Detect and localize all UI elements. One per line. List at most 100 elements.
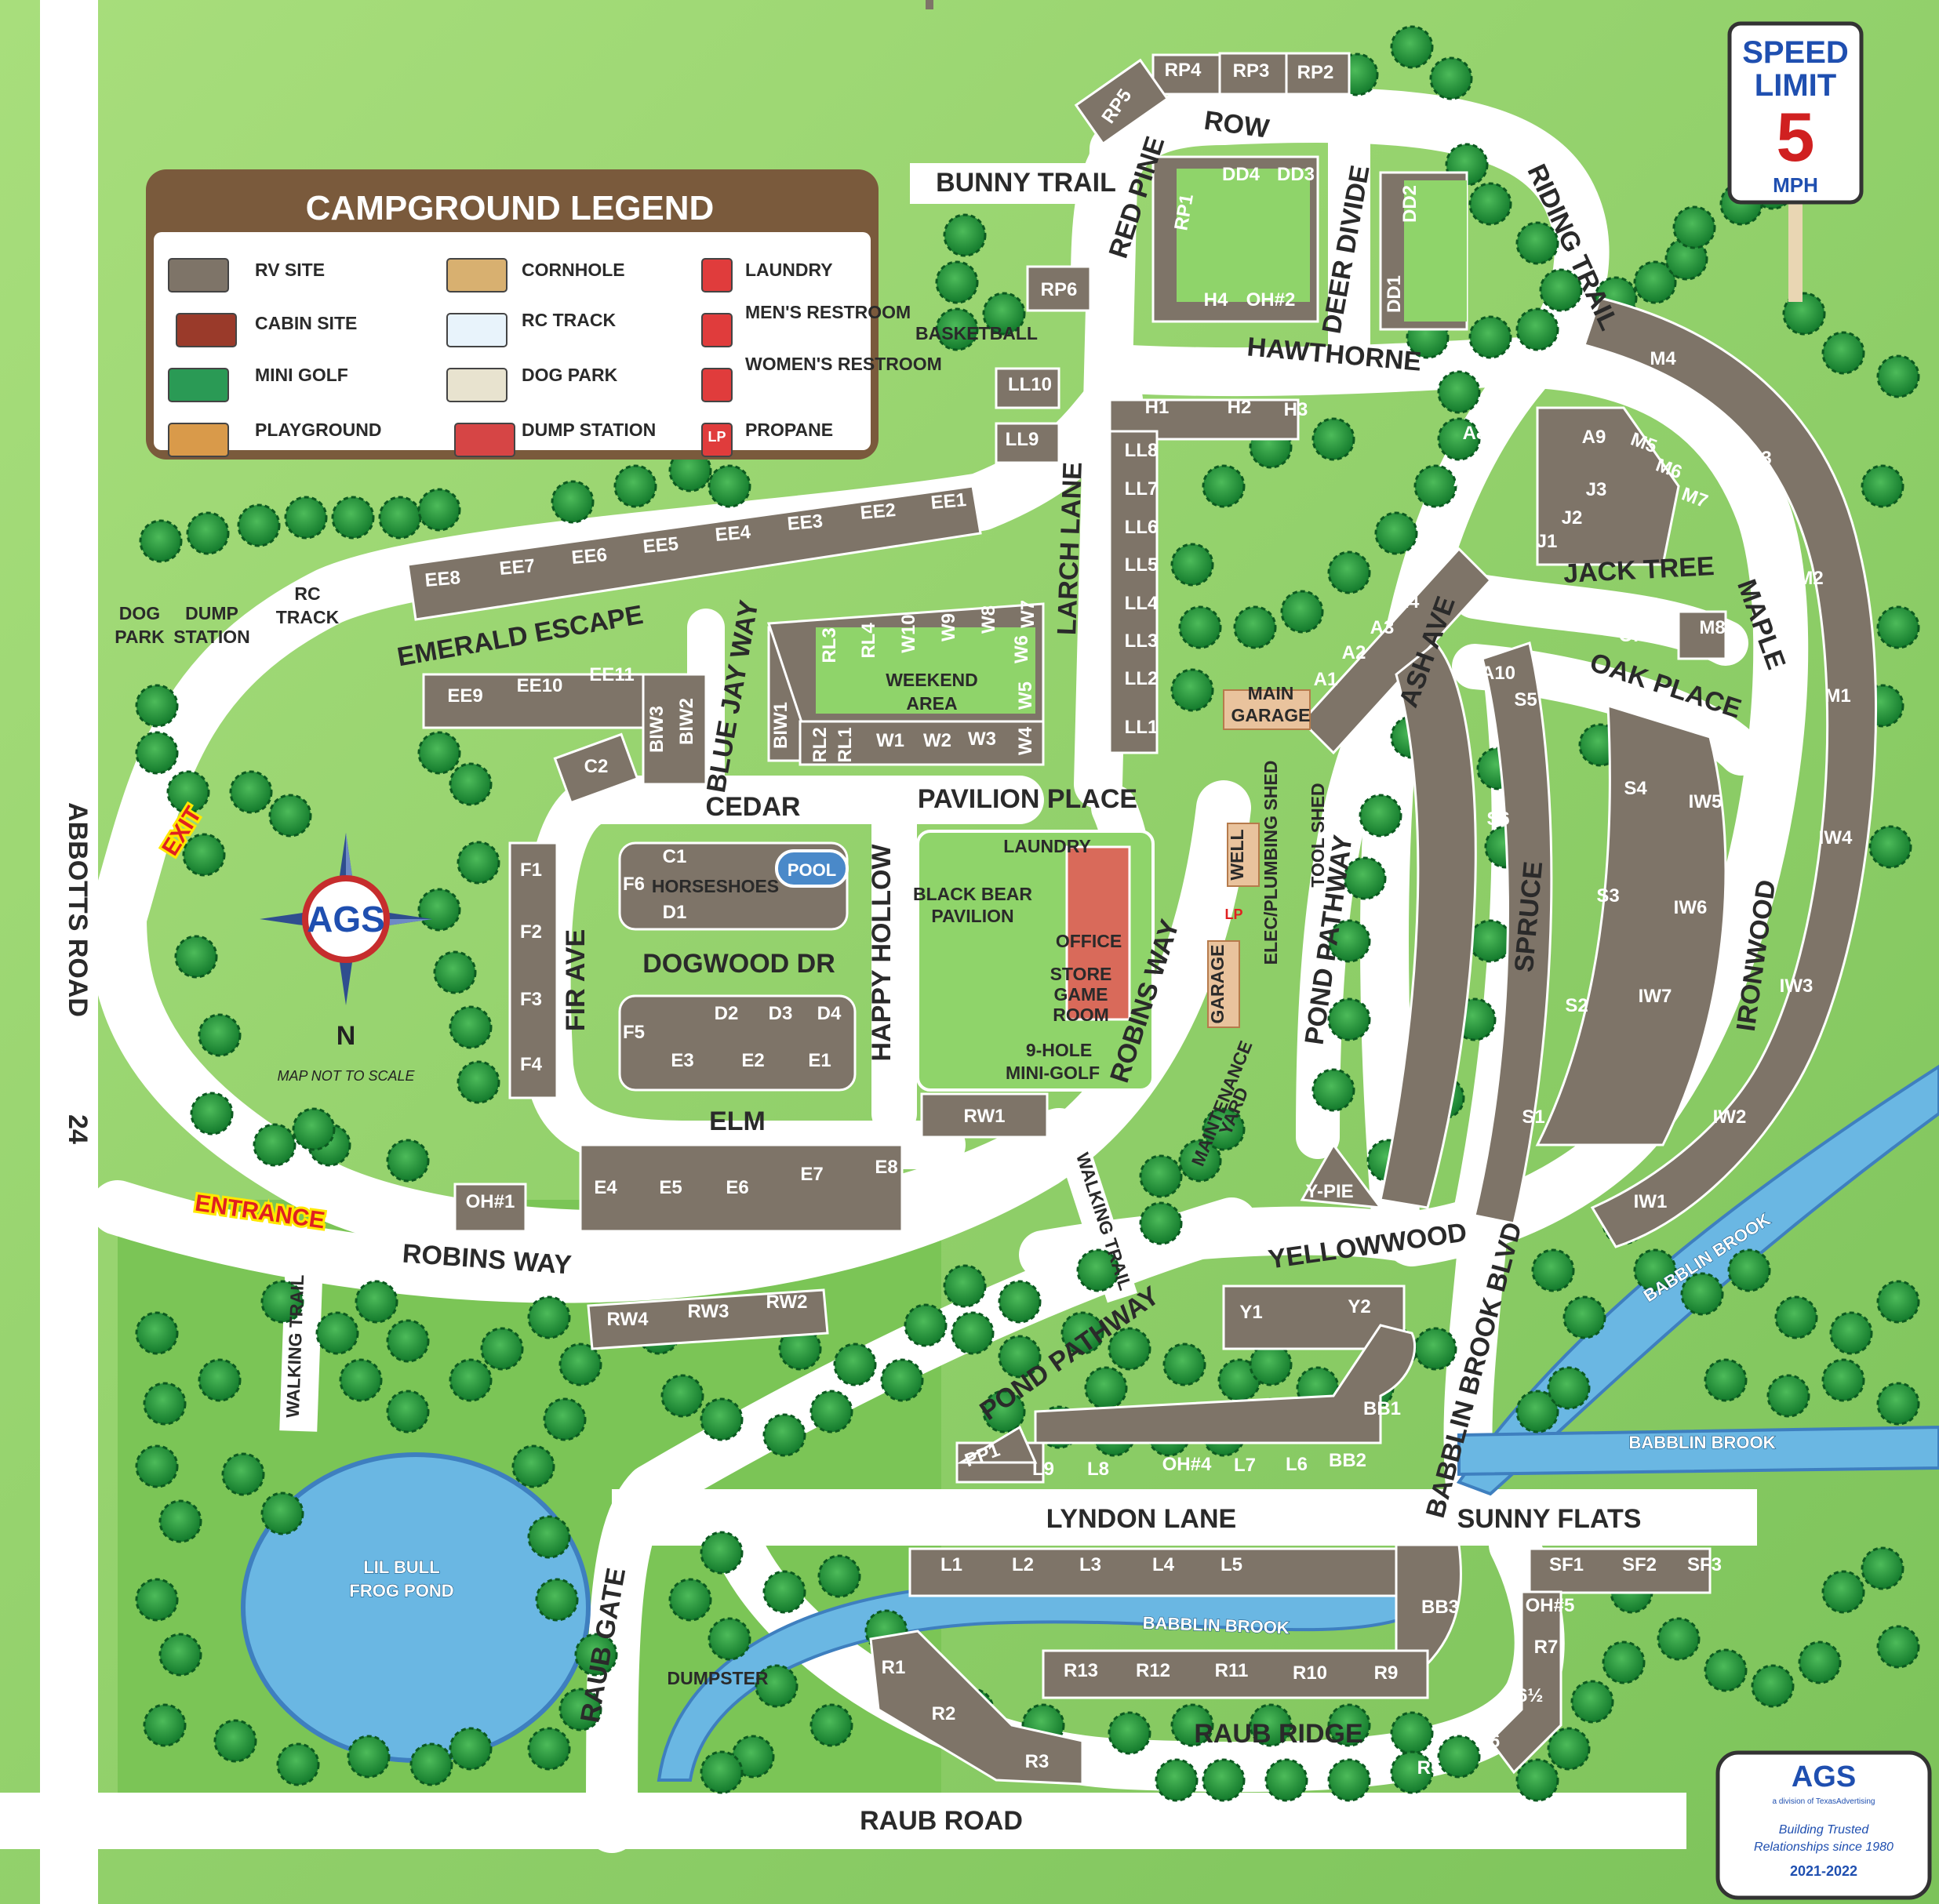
tree-icon: [1374, 511, 1418, 555]
tree-icon: [708, 1617, 751, 1661]
ee-lower-block: [422, 673, 645, 729]
site-label: E4: [594, 1177, 617, 1198]
f-column-block: [508, 841, 558, 1099]
site-m8-block: [1677, 610, 1727, 660]
site-label: D3: [769, 1003, 793, 1024]
propane-legend-badge: LP: [708, 429, 726, 445]
tree-icon: [1868, 825, 1912, 869]
store-label-2: GAME: [1054, 984, 1108, 1005]
tree-icon: [143, 1703, 187, 1747]
site-label: D1: [663, 902, 687, 923]
tree-icon: [386, 1390, 430, 1433]
site-label: EE2: [860, 500, 897, 524]
site-label: IW6: [1674, 897, 1708, 918]
tree-icon: [186, 511, 230, 555]
site-c2-block: [553, 732, 639, 805]
site-label: R12: [1136, 1660, 1170, 1681]
tree-icon: [935, 260, 979, 304]
tree-icon: [809, 1390, 853, 1433]
tree-icon: [1429, 56, 1473, 100]
dump-station-icon: [454, 423, 515, 457]
site-label: EE7: [499, 555, 537, 580]
site-label: R10: [1293, 1662, 1327, 1684]
tree-icon: [1657, 1617, 1701, 1661]
rw-row-block: [587, 1288, 829, 1350]
tree-icon: [1233, 605, 1277, 649]
tree-icon: [1327, 1758, 1371, 1802]
route-number-label: 24: [63, 1114, 93, 1144]
tree-icon: [1264, 1758, 1308, 1802]
tree-icon: [762, 1413, 806, 1457]
tree-icon: [700, 1531, 744, 1575]
site-label: OH#1: [466, 1191, 515, 1212]
tree-icon: [190, 1092, 234, 1135]
tree-icon: [1861, 1546, 1904, 1590]
pool[interactable]: [775, 849, 849, 888]
happy-hollow-label: HAPPY HOLLOW: [867, 844, 897, 1062]
biw-block: [642, 673, 708, 786]
propane-badge-label: LP: [1224, 907, 1242, 922]
dog-park-label-1: DOG: [119, 603, 160, 623]
site-label: L2: [1012, 1554, 1034, 1575]
h-row-block: [1108, 398, 1300, 441]
site-label: OH#2: [1246, 289, 1296, 311]
legend-item-label: MINI GOLF: [255, 365, 348, 385]
black-bear-label-1: BLACK BEAR: [913, 884, 1032, 904]
babblin-brook-flat: [1457, 1425, 1939, 1477]
tree-icon: [1076, 1248, 1120, 1292]
compass-logo: AGS: [307, 899, 385, 939]
legend-item-label: CABIN SITE: [255, 313, 357, 333]
s-strip-east: [1473, 641, 1553, 1225]
site-label: LL4: [1125, 593, 1159, 614]
main-garage-building: [1223, 689, 1311, 730]
tree-icon: [135, 1311, 179, 1355]
legend-item-label: DOG PARK: [522, 365, 618, 385]
tree-icon: [1311, 417, 1355, 461]
tree-icon: [1821, 1358, 1865, 1402]
tree-icon: [1108, 1711, 1151, 1755]
tree-icon: [951, 1311, 995, 1355]
site-label: IW3: [1780, 976, 1813, 997]
site-label: EE1: [930, 489, 968, 514]
site-label: RL2: [809, 727, 831, 762]
tree-icon: [1437, 417, 1481, 461]
site-label: R7: [1534, 1637, 1559, 1658]
site-label: L5: [1221, 1554, 1242, 1575]
tree-icon: [1876, 605, 1920, 649]
site-label: RP3: [1233, 60, 1270, 82]
site-label: A10: [1481, 663, 1515, 684]
l-bb-row-block: [1034, 1324, 1417, 1444]
site-label: LL6: [1125, 517, 1159, 538]
site-label: F1: [520, 859, 542, 881]
tree-icon: [1108, 1327, 1151, 1371]
site-label: M3: [1745, 448, 1771, 469]
site-label: W6: [1011, 635, 1032, 663]
tree-icon: [1602, 1641, 1646, 1684]
y-pie-block: [1300, 1143, 1384, 1209]
site-label: H2: [1228, 397, 1252, 418]
legend-title: CAMPGROUND LEGEND: [306, 189, 715, 227]
tree-icon: [511, 1444, 555, 1488]
s-strip-west: [1379, 641, 1477, 1209]
site-label: W9: [938, 613, 959, 641]
site-label: BIW3: [646, 706, 668, 753]
tree-icon: [527, 1515, 571, 1559]
tree-icon: [535, 1578, 579, 1622]
site-label: EE11: [589, 664, 634, 685]
tree-icon: [1547, 1727, 1591, 1771]
site-label: M8: [1699, 617, 1725, 638]
site-label: S1: [1522, 1106, 1544, 1128]
sf-row-block: [1528, 1547, 1712, 1594]
legend-item-label: WOMEN'S RESTROOM: [745, 354, 942, 374]
tree-icon: [551, 480, 595, 524]
site-label: EE6: [571, 544, 609, 569]
legend-item-label: RC TRACK: [522, 310, 616, 330]
tree-icon: [1178, 605, 1222, 649]
tree-icon: [880, 1358, 924, 1402]
site-label: LL7: [1125, 478, 1159, 500]
rv-sites: [406, 52, 1878, 1786]
tree-icon: [1139, 1201, 1183, 1245]
speed-sign-unit: MPH: [1773, 173, 1818, 197]
site-label: RW2: [766, 1292, 808, 1313]
site-label: A3: [1370, 617, 1395, 638]
